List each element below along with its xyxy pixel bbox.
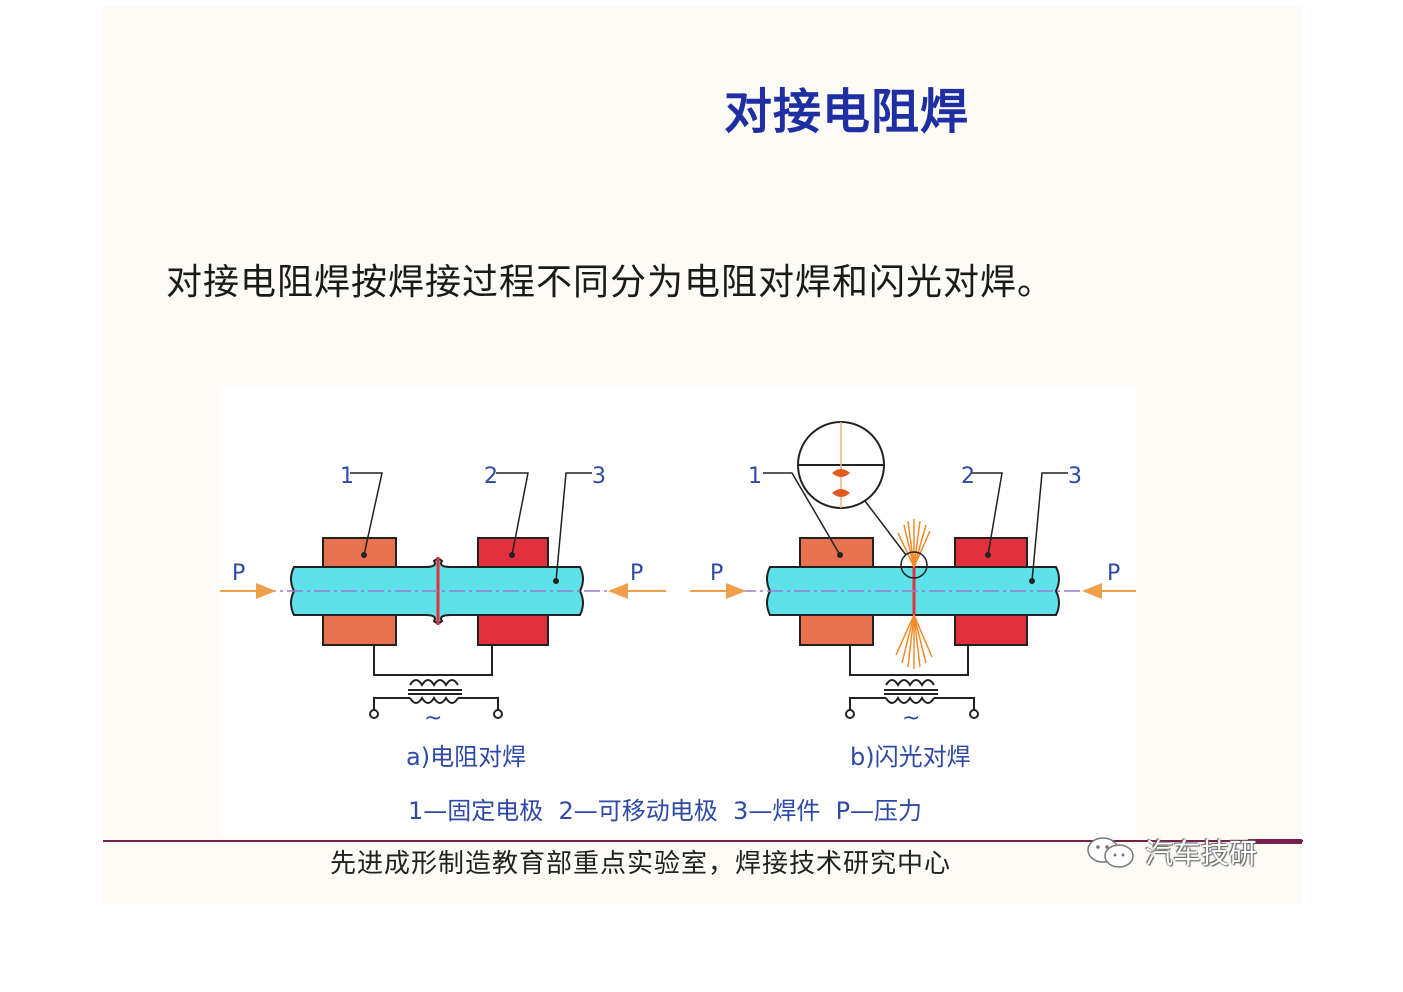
force-label-left: P [232,561,245,586]
label-1: 1 [340,464,354,489]
ac-symbol: ~ [424,706,442,731]
terminal-left [845,709,855,719]
force-label-right: P [1107,561,1120,586]
circuit-wire [849,645,969,676]
caption-flash-butt-weld: b)闪光对焊 [850,743,971,771]
transformer-primary [409,679,459,687]
terminal-left [369,709,379,719]
terminal-right [969,709,979,719]
flash-butt-weld-diagram: P P 1 2 3 ~ [690,421,1136,731]
welding-diagram: P P 1 2 3 ~ [220,421,1136,731]
label-2: 2 [484,464,498,489]
flash-sparks [895,519,933,669]
fixed-electrode-bottom [322,614,397,646]
transformer-primary [885,679,935,687]
force-label-right: P [630,561,643,586]
diagram-legend: 1—固定电极 2—可移动电极 3—焊件 P—压力 [408,797,923,825]
fixed-electrode-top [322,537,397,569]
leader-line-3 [1031,472,1068,582]
label-2: 2 [961,464,975,489]
watermark-text: 汽车技研 [1145,837,1258,870]
movable-electrode-top [954,537,1028,569]
fixed-electrode-top [799,537,874,569]
leader-line-1 [350,472,383,556]
caption-resistance-butt-weld: a)电阻对焊 [406,743,527,771]
circuit-wire [373,645,493,676]
footer-institution: 先进成形制造教育部重点实验室，焊接技术研究中心 [330,849,952,879]
watermark: 汽车技研 [1085,834,1257,870]
movable-electrode-bottom [954,614,1028,646]
label-3: 3 [592,464,606,489]
terminal-right [493,709,503,719]
butt-welding-figure: P P 1 2 3 ~ [220,385,1136,837]
footer-divider [103,840,1303,842]
force-label-left: P [710,561,723,586]
leader-line-1 [763,472,841,556]
leader-line-2 [972,472,1003,556]
ac-symbol: ~ [902,706,920,731]
movable-electrode-bottom [477,614,549,646]
label-1: 1 [748,464,762,489]
leader-line-3 [555,472,592,582]
fixed-electrode-bottom [799,614,874,646]
resistance-butt-weld-diagram: P P 1 2 3 ~ [220,464,666,731]
footer-accent-bar [1248,839,1302,844]
label-3: 3 [1068,464,1082,489]
chat-bubbles-icon [1087,837,1134,868]
slide-title: 对接电阻焊 [723,84,969,140]
leader-line-2 [496,472,529,556]
intro-text: 对接电阻焊按焊接过程不同分为电阻对焊和闪光对焊。 [166,262,1055,303]
